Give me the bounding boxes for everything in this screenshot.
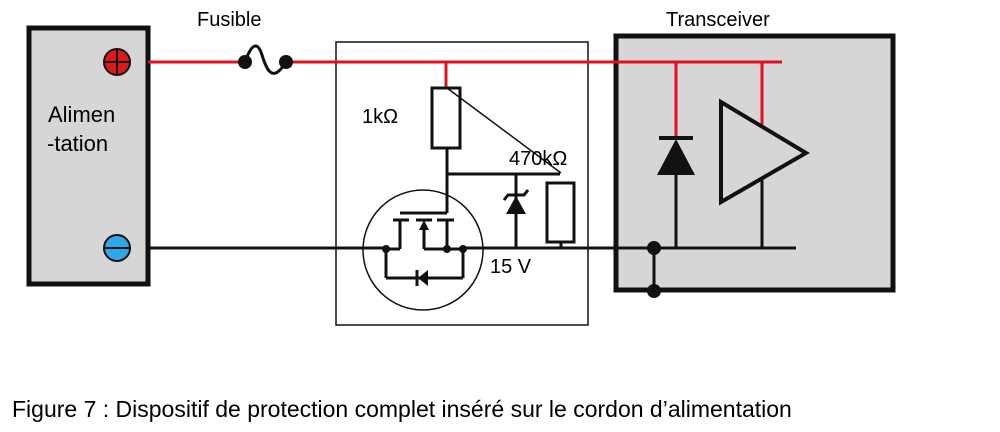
supply-label-line2: -tation — [47, 131, 109, 156]
junction-dot — [647, 241, 661, 255]
mosfet-icon — [352, 189, 500, 311]
plus-terminal-icon — [103, 48, 131, 76]
zener-voltage-label: 15 V — [490, 256, 532, 278]
resistor-470k-icon — [545, 181, 576, 244]
clamp-diode-icon — [657, 136, 695, 248]
fuse-icon — [238, 44, 293, 75]
amplifier-icon — [719, 98, 810, 248]
power-supply-box — [26, 25, 151, 287]
supply-label-line1: Alimen — [48, 102, 116, 127]
zener-diode-icon — [502, 189, 530, 214]
fuse-label: Fusible — [197, 9, 262, 31]
figure-caption: Figure 7 : Dispositif de protection comp… — [12, 396, 792, 422]
resistor-1k-icon — [430, 86, 462, 150]
label-leader-line — [446, 87, 562, 174]
protection-module-box — [335, 41, 589, 326]
resistor-1k-label: 1kΩ — [362, 106, 399, 128]
minus-terminal-icon — [103, 234, 131, 262]
resistor-470k-label: 470kΩ — [509, 148, 568, 170]
positive-wire — [148, 60, 782, 138]
junction-dot — [647, 284, 661, 298]
transceiver-label: Transceiver — [666, 9, 770, 31]
